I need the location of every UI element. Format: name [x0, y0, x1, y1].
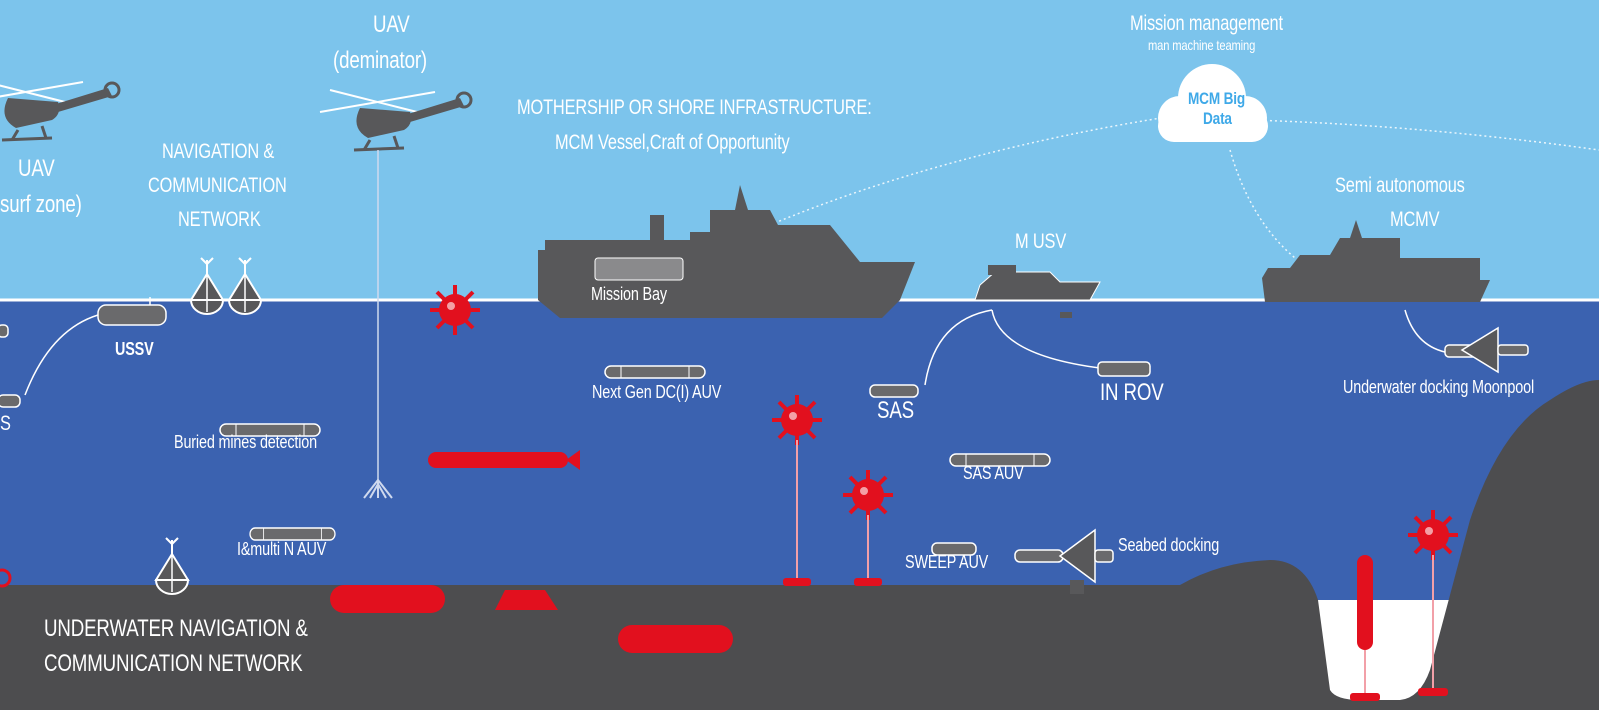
docking-station-icon	[1014, 528, 1114, 594]
naval-mine-icon	[770, 393, 824, 447]
in-rov-label: IN ROV	[1100, 379, 1164, 406]
seabed-docking-label: Seabed docking	[1118, 535, 1220, 555]
buried-mines-label: Buried mines detection	[174, 432, 317, 452]
uav-deminator-label: UAV	[373, 11, 410, 38]
docking-station-icon	[1444, 326, 1529, 374]
man-machine-label: man machine teaming	[1148, 37, 1256, 53]
mothership-label-2: MCM Vessel,Craft of Opportunity	[555, 131, 790, 154]
bottom-mine	[330, 585, 445, 613]
uw-nav-label-1: UNDERWATER NAVIGATION &	[44, 615, 308, 642]
nav-comm-label-1: NAVIGATION &	[162, 140, 275, 163]
naval-mine-icon	[1406, 508, 1460, 562]
nav-comm-label-3: NETWORK	[178, 208, 261, 231]
naval-mine-icon	[428, 283, 482, 337]
uav-surf-label: UAV	[18, 155, 55, 182]
sas-auv-label: SAS AUV	[963, 463, 1024, 483]
mission-mgmt-label: Mission management	[1130, 12, 1283, 35]
underwater-docking-label: Underwater docking Moonpool	[1343, 377, 1534, 397]
cloud-icon	[1158, 64, 1268, 142]
semi-auto-label-1: Semi autonomous	[1335, 174, 1465, 197]
naval-mine-icon	[841, 468, 895, 522]
buried-mine	[618, 625, 733, 653]
mcmv-ship-icon	[1262, 220, 1490, 302]
mothership-label-1: MOTHERSHIP OR SHORE INFRASTRUCTURE:	[517, 96, 872, 119]
m-usv-label: M USV	[1015, 230, 1067, 253]
mothership-ship-icon	[538, 185, 915, 318]
uav-surf-sub-label: surf zone)	[0, 191, 82, 218]
sea	[0, 300, 1599, 600]
uw-nav-label-2: COMMUNICATION NETWORK	[44, 650, 303, 677]
bottom-mine	[495, 590, 558, 610]
sas-label: SAS	[877, 397, 915, 424]
musv-ship-icon	[974, 265, 1101, 318]
mission-bay-label: Mission Bay	[591, 284, 667, 304]
ussv-label: USSV	[115, 339, 154, 359]
sweep-auv-icon	[931, 542, 977, 556]
imulti-auv-label: I&multi N AUV	[237, 539, 327, 559]
cloud-mcm-big-label: MCM Big	[1188, 89, 1246, 108]
semi-auto-label-2: MCMV	[1390, 208, 1440, 231]
sweep-auv-label: SWEEP AUV	[905, 552, 989, 572]
next-gen-label: Next Gen DC(I) AUV	[592, 382, 722, 402]
sas-left-label: S	[0, 412, 11, 435]
next-gen-auv-icon	[604, 365, 706, 379]
uav-deminator-sub-label: (deminator)	[333, 47, 428, 74]
cloud-data-label: Data	[1203, 109, 1232, 128]
torpedo-icon	[428, 450, 580, 470]
seabed	[0, 380, 1599, 710]
nav-comm-label-2: COMMUNICATION	[148, 174, 287, 197]
